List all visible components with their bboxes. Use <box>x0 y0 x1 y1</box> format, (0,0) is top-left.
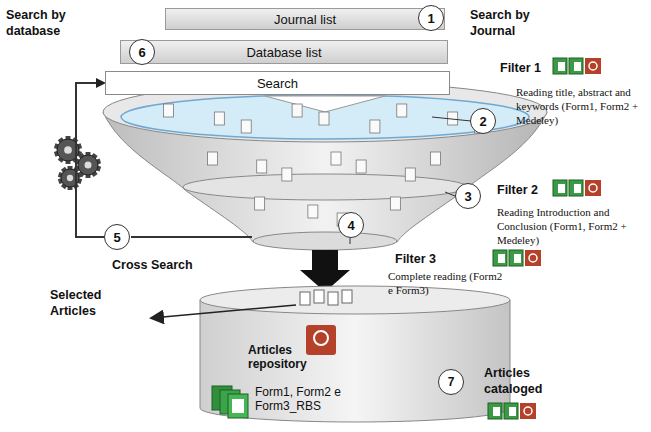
section-label: Articles cataloged <box>484 366 569 397</box>
gears-icon <box>54 136 101 190</box>
section-label: Filter 3 <box>395 252 455 268</box>
list-bar: Database list 6 <box>120 40 448 64</box>
mendeley-logo <box>306 325 336 355</box>
filter-1-layer <box>121 95 529 139</box>
paper-icon <box>390 197 400 210</box>
selected-papers <box>300 290 352 305</box>
cross-search-line <box>131 236 252 238</box>
section-label: Cross Search <box>112 258 212 274</box>
section-label: Filter 2 <box>497 183 552 199</box>
paper-icon <box>292 104 302 117</box>
section-label: Selected Articles <box>50 288 120 319</box>
paper-icon <box>370 120 380 133</box>
leader-line <box>445 192 455 196</box>
paper-icon <box>255 197 265 210</box>
paper-icon <box>208 152 218 165</box>
section-label: Filter 1 <box>500 61 550 77</box>
filter-description: Reading Introduction and Conclusion (For… <box>497 206 645 247</box>
paper-icon <box>430 152 440 165</box>
paper-icon <box>214 112 224 125</box>
callout-number: 6 <box>138 45 145 60</box>
repository-text: Articles repository <box>248 343 328 372</box>
paper-icon <box>163 104 173 117</box>
callout-number: 5 <box>104 224 130 250</box>
filter-description: Reading title, abstract and keywords (Fo… <box>516 86 646 127</box>
repository-cylinder <box>200 300 510 422</box>
paper-icon <box>257 160 267 173</box>
tool-icon-set <box>553 58 601 74</box>
callout-number: 1 <box>427 11 434 26</box>
repository-text: Form1, Form2 e Form3_RBS <box>255 385 375 414</box>
paper-icon <box>241 120 251 133</box>
filter-3-layer <box>253 232 397 250</box>
section-label: Search by Journal <box>470 8 565 39</box>
filter-2-layer <box>183 174 467 200</box>
tool-icon-set <box>493 250 541 266</box>
leader-line <box>432 117 471 121</box>
search-chevron <box>265 96 385 112</box>
selected-arrow <box>152 305 296 318</box>
bar-label: Journal list <box>274 12 336 27</box>
gear <box>75 152 101 178</box>
callout-number: 3 <box>455 183 481 209</box>
callout-number: 2 <box>470 108 496 134</box>
paper-icon <box>397 104 407 117</box>
filter-description: Complete reading (Form2 e Form3) <box>388 270 503 298</box>
paper-icon <box>405 168 415 181</box>
paper-icon <box>308 205 318 218</box>
tool-icon-set <box>553 180 601 196</box>
gear <box>58 166 82 190</box>
callout-number: 1 <box>418 5 444 31</box>
paper-icon <box>331 152 341 165</box>
section-label: Search by database <box>6 8 86 39</box>
callout-number: 4 <box>347 218 354 233</box>
bar-label: Search <box>257 76 298 91</box>
callout-number: 2 <box>479 114 486 129</box>
callout-number: 7 <box>438 369 464 395</box>
bar-label: Database list <box>246 45 321 60</box>
form-files-icon <box>212 386 248 418</box>
callout-number: 6 <box>129 39 155 65</box>
mendeley-logo-mark <box>314 331 328 345</box>
list-bar: Journal list 1 <box>165 8 445 30</box>
paper-icon <box>282 168 292 181</box>
paper-icon <box>319 112 329 125</box>
tool-icon-set <box>488 403 536 419</box>
leader-line <box>350 238 351 244</box>
repository-cylinder: Articles repositoryForm1, Form2 e Form3_… <box>200 285 510 422</box>
search-bar: Search <box>105 71 450 95</box>
paper-icon <box>356 160 366 173</box>
callout-number: 5 <box>113 230 120 245</box>
cross-search-arrow <box>76 83 104 237</box>
article-papers <box>163 104 484 226</box>
callout-number: 4 <box>338 212 364 238</box>
callout-number: 3 <box>464 189 471 204</box>
callout-number: 7 <box>448 375 455 389</box>
